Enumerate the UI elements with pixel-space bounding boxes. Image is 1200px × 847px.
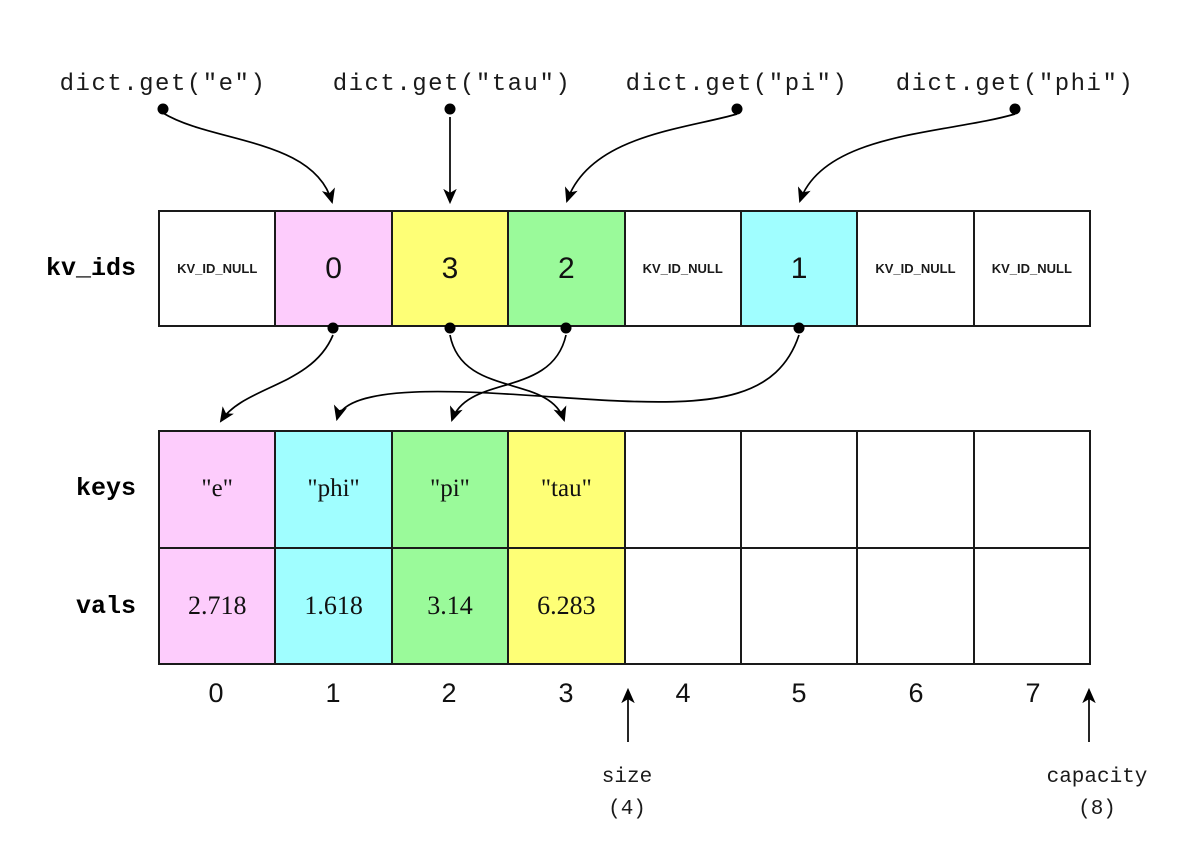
kv-ids-cell-1: 0 xyxy=(276,212,393,325)
vals-cell-1-value: 1.618 xyxy=(304,590,363,620)
vals-cell-7 xyxy=(974,548,1089,663)
index-label-4: 4 xyxy=(675,678,691,708)
keys-cell-4 xyxy=(625,432,742,547)
kv-ids-cell-4: KV_ID_NULL xyxy=(625,212,742,325)
kv-ids-cell-1-value: 0 xyxy=(325,251,342,285)
kv-ids-cell-6-value: KV_ID_NULL xyxy=(875,261,956,276)
arrow-slot1-to-key0 xyxy=(219,334,334,423)
kv-ids-array: KV_ID_NULL 0 3 2 KV_ID_NULL 1 KV_ID_NULL… xyxy=(158,210,1091,327)
size-label: size xyxy=(601,766,653,789)
arrow-query-e-to-slot1 xyxy=(162,112,335,205)
arrow-slot3-to-key2 xyxy=(449,334,567,423)
kv-ids-cell-5-value: 1 xyxy=(790,251,808,285)
vals-cell-1: 1.618 xyxy=(276,548,393,663)
kv-ids-cell-2: 3 xyxy=(392,212,510,325)
vals-cell-0-value: 2.718 xyxy=(187,590,247,620)
vals-row: 2.718 1.618 3.14 6.283 xyxy=(160,548,1089,663)
vals-cell-4 xyxy=(625,548,742,663)
keys-vals-table: "e" "phi" "pi" "tau" 2.718 1.618 3.14 6.… xyxy=(158,430,1091,665)
query-label-tau: dict.get("tau") xyxy=(332,71,572,98)
index-label-2: 2 xyxy=(441,678,457,708)
capacity-value: (8) xyxy=(1078,798,1116,821)
keys-cell-6 xyxy=(858,432,975,547)
keys-cell-1-value: "phi" xyxy=(307,475,360,503)
keys-cell-5 xyxy=(741,432,859,547)
kv-ids-cell-7: KV_ID_NULL xyxy=(974,212,1089,325)
index-label-5: 5 xyxy=(791,678,807,708)
query-dot-pi xyxy=(731,103,743,115)
keys-row-label: keys xyxy=(75,474,136,503)
kv-ids-cell-2-value: 3 xyxy=(441,251,459,285)
vals-cell-3: 6.283 xyxy=(509,548,626,663)
vals-cell-5 xyxy=(741,548,859,663)
kv-ids-cell-0: KV_ID_NULL xyxy=(160,212,277,325)
keys-cell-0-value: "e" xyxy=(201,475,233,503)
vals-cell-2: 3.14 xyxy=(392,548,510,663)
keys-cell-2: "pi" xyxy=(392,432,510,547)
keys-cell-3-value: "tau" xyxy=(540,475,592,503)
kv-ids-cell-3-value: 2 xyxy=(557,251,575,285)
query-label-e: dict.get("e") xyxy=(59,71,267,98)
keys-cell-2-value: "pi" xyxy=(430,475,470,503)
capacity-label: capacity xyxy=(1046,766,1148,789)
keys-cell-7 xyxy=(974,432,1089,547)
vals-cell-0: 2.718 xyxy=(160,548,277,663)
kv-ids-row-label: kv_ids xyxy=(45,254,136,283)
arrow-query-phi-to-slot5 xyxy=(797,113,1016,204)
keys-cell-1: "phi" xyxy=(276,432,393,547)
kv-ids-cell-0-value: KV_ID_NULL xyxy=(177,261,258,276)
index-label-0: 0 xyxy=(208,678,224,708)
index-label-6: 6 xyxy=(908,678,924,708)
vals-cell-2-value: 3.14 xyxy=(427,590,473,620)
kv-ids-cell-5: 1 xyxy=(741,212,859,325)
vals-cell-6 xyxy=(858,548,975,663)
kv-ids-cell-4-value: KV_ID_NULL xyxy=(642,261,723,276)
vals-cell-3-value: 6.283 xyxy=(537,590,596,620)
query-label-phi: dict.get("phi") xyxy=(895,71,1135,98)
index-label-3: 3 xyxy=(558,678,574,708)
query-dot-phi xyxy=(1009,103,1021,115)
vals-row-label: vals xyxy=(75,592,136,621)
kv-ids-cell-6: KV_ID_NULL xyxy=(858,212,975,325)
kv-ids-cell-3: 2 xyxy=(509,212,626,325)
arrow-slot5-to-key1 xyxy=(333,334,800,422)
keys-cell-3: "tau" xyxy=(509,432,626,547)
index-label-7: 7 xyxy=(1025,678,1041,708)
query-dot-e xyxy=(157,103,169,115)
keys-cell-0: "e" xyxy=(160,432,277,547)
query-dot-tau xyxy=(444,103,456,115)
arrow-slot2-to-key3 xyxy=(449,334,567,423)
arrow-query-pi-to-slot3 xyxy=(564,113,738,204)
query-label-pi: dict.get("pi") xyxy=(625,71,849,98)
keys-row: "e" "phi" "pi" "tau" xyxy=(160,432,1089,549)
index-label-1: 1 xyxy=(325,678,341,708)
kv-ids-cell-7-value: KV_ID_NULL xyxy=(991,261,1072,276)
size-value: (4) xyxy=(608,798,646,821)
